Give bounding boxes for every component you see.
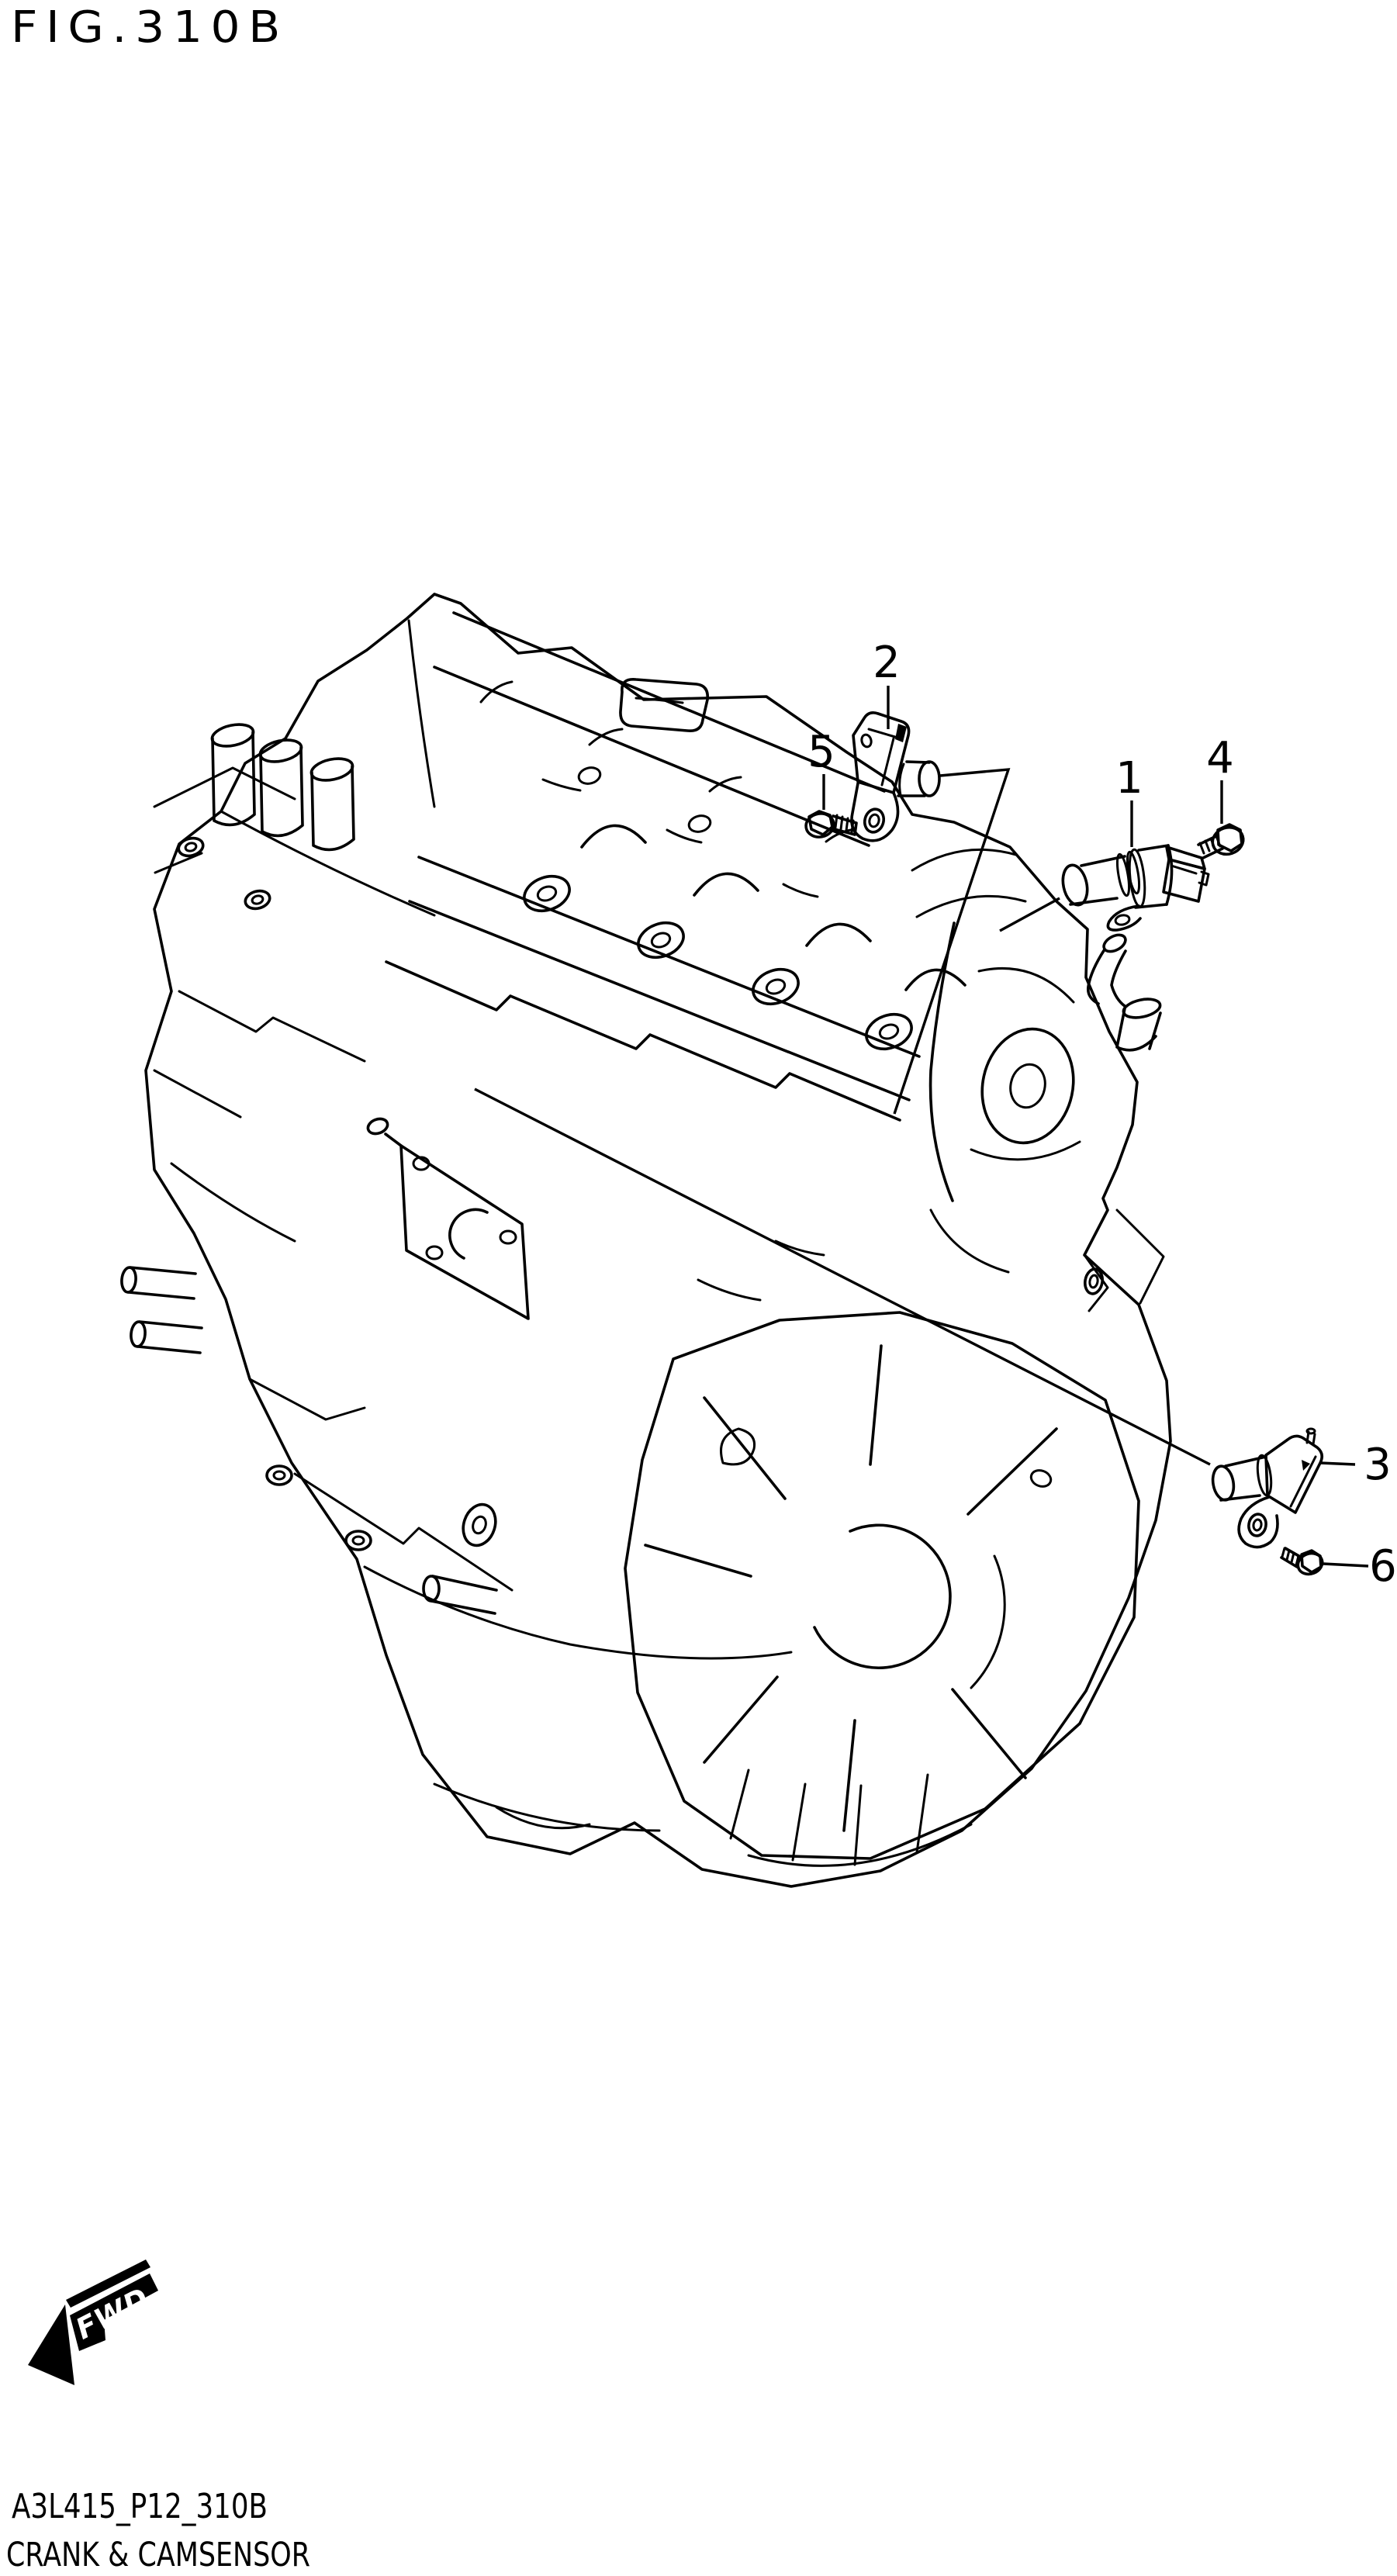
callout-5: 5 [807,727,835,777]
part-4-bolt [1197,823,1245,859]
mount-plate [366,1117,530,1320]
part-2-cam-sensor [850,711,941,842]
figure-caption: CRANK & CAMSENSOR [6,2536,310,2574]
leader-3-location [474,1087,1211,1466]
coil-bosses [523,874,913,1051]
callout-6: 6 [1369,1541,1397,1592]
callout-2: 2 [873,638,901,688]
vacuum-pump [928,921,1165,1305]
figure-title: FIG.310B [11,2,289,53]
part-5-bolt [804,810,858,838]
leader-6 [1323,1562,1369,1568]
callout-1: 1 [1115,753,1143,804]
fwd-arrow-icon: FWD [28,2260,158,2385]
part-3-cam-sensor [1211,1427,1324,1549]
engine-line-art [120,593,1172,1888]
callout-labels: 1 2 3 4 5 6 [807,638,1397,1592]
leader-3 [1319,1461,1356,1466]
bell-housing [624,1240,1140,1867]
part-1-cam-sensor [1061,844,1210,932]
leader-lines [474,686,1369,1568]
part-6-bolt [1280,1547,1324,1576]
fwd-label: FWD [71,2281,154,2346]
drawing-code: A3L415_P12_310B [12,2487,268,2526]
callout-3: 3 [1364,1440,1392,1490]
leader-2-location [893,768,1011,1115]
leader-1-location [999,897,1060,932]
plug-tubes [210,723,355,852]
callout-4: 4 [1206,733,1234,783]
